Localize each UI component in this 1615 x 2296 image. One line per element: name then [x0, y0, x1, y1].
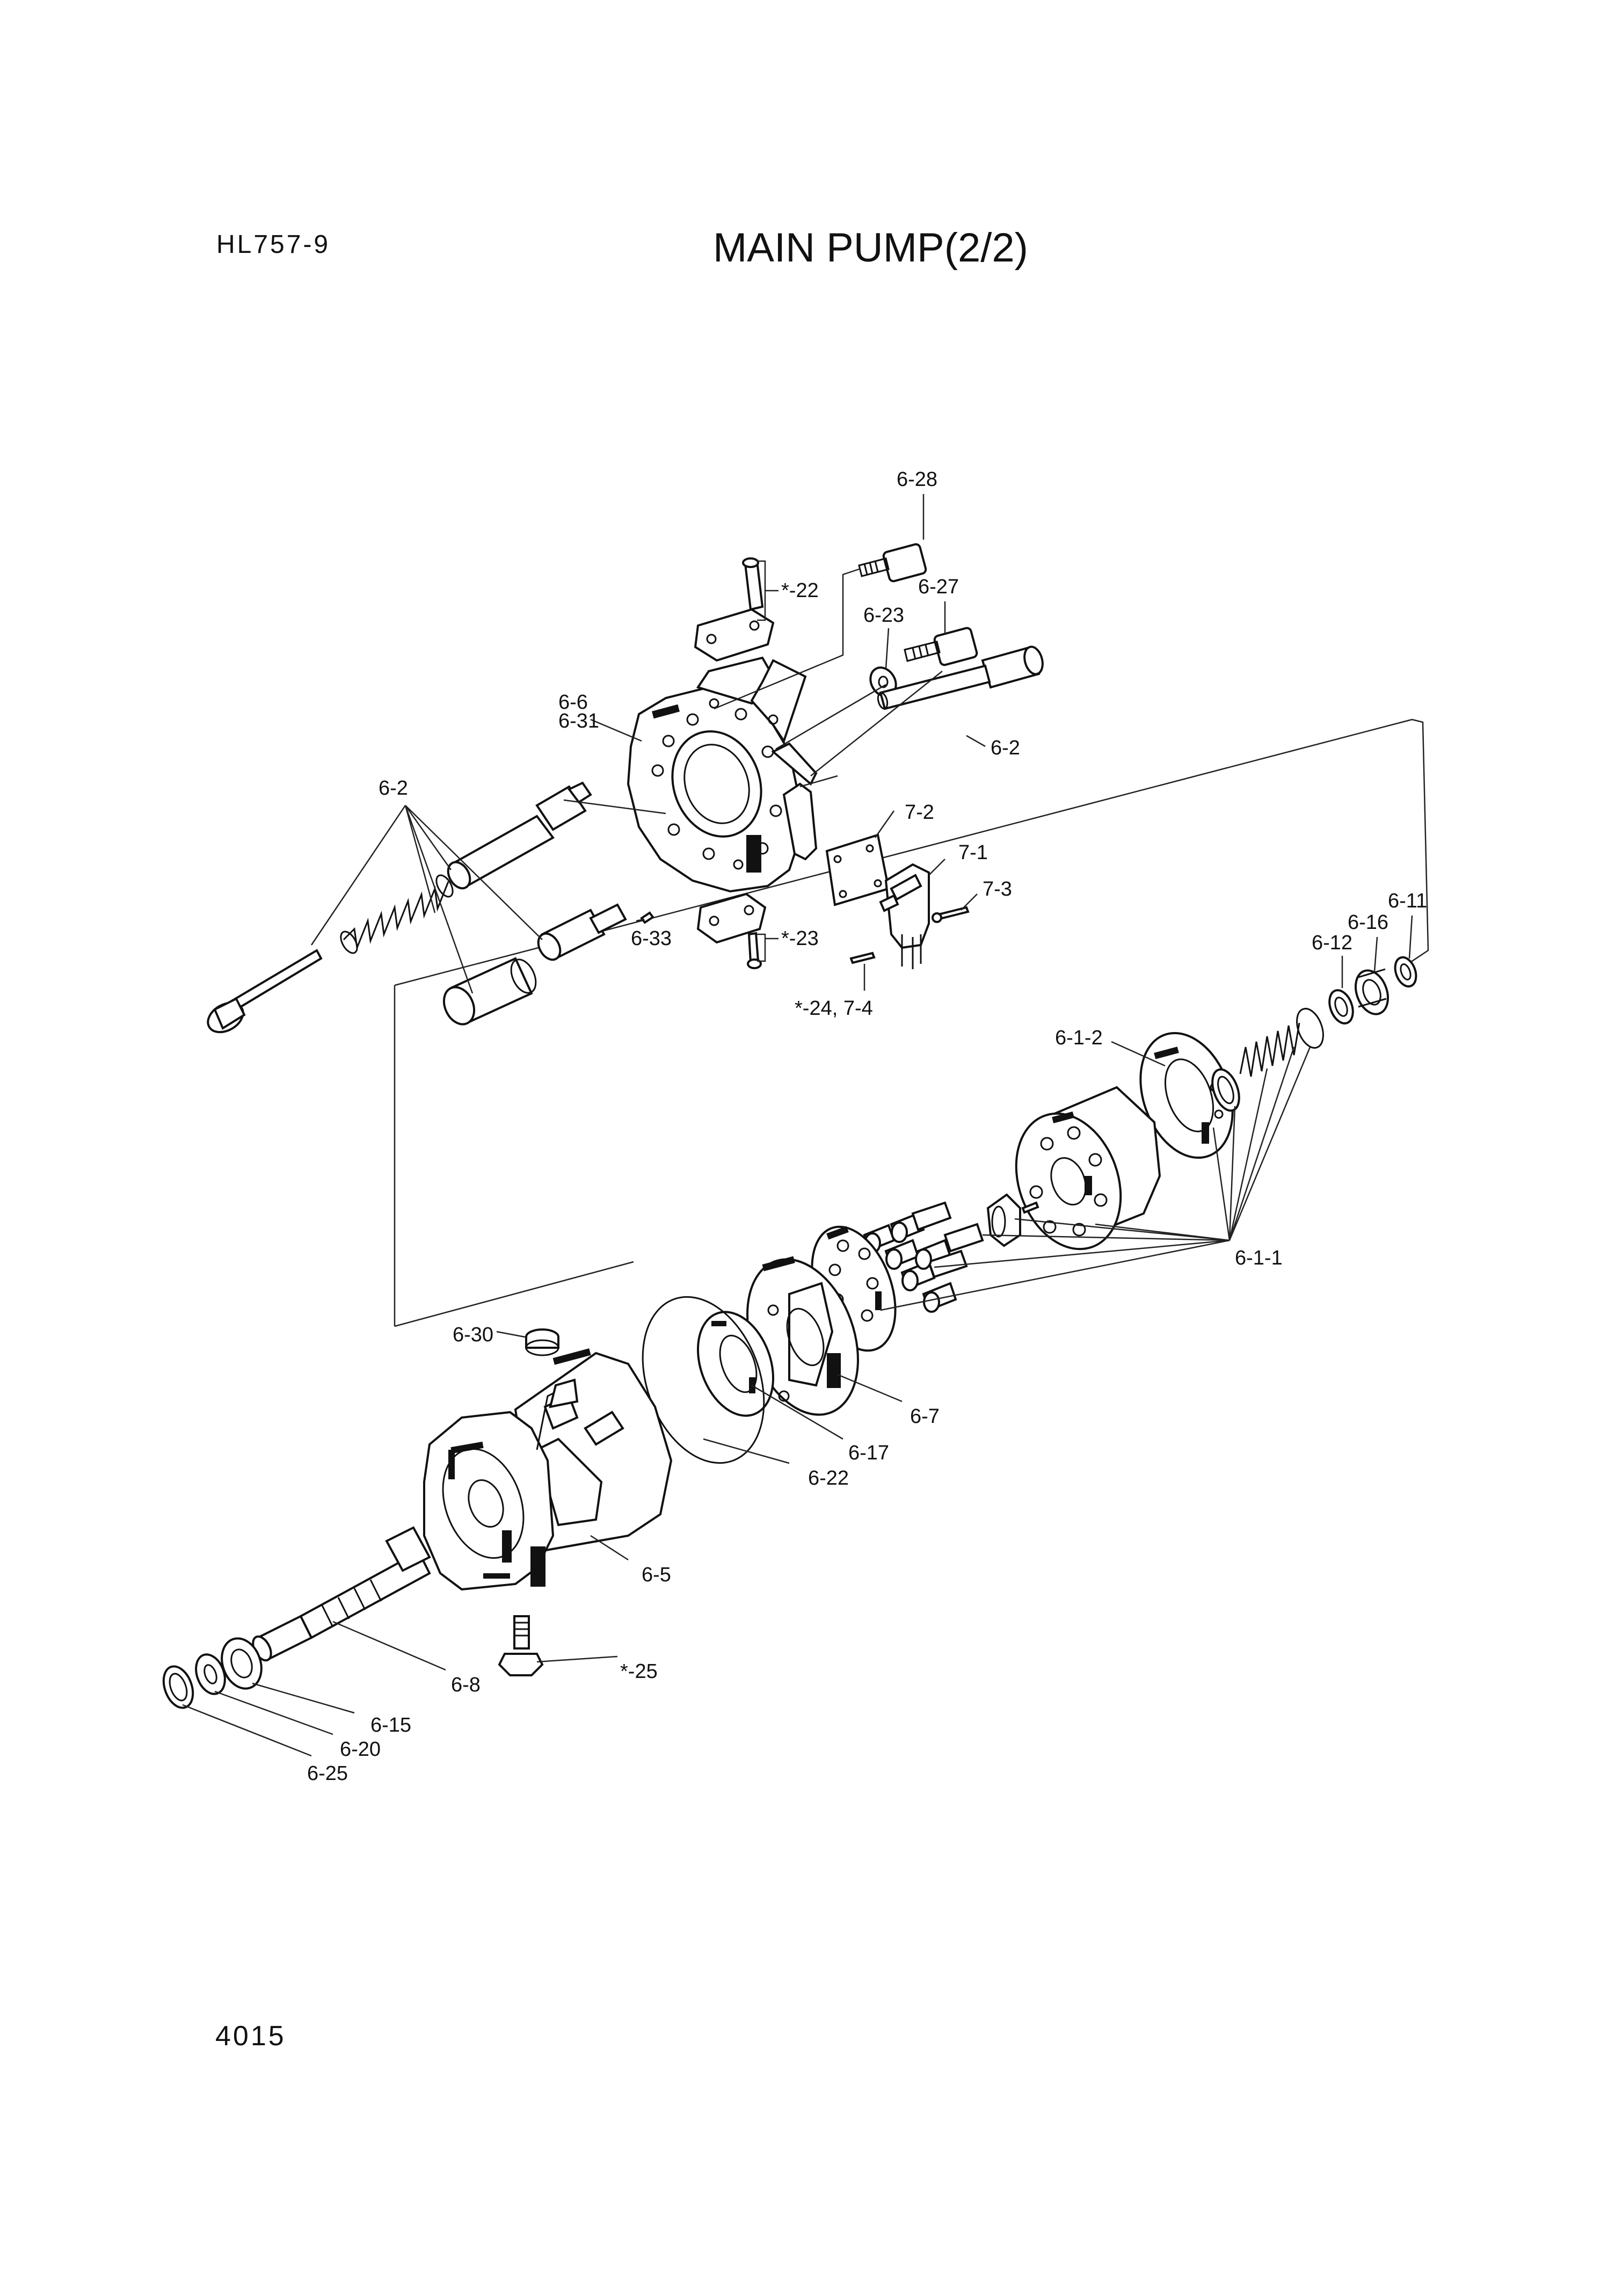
spring-right — [1239, 1022, 1300, 1077]
callout-7-3: 7-3 — [983, 878, 1012, 900]
callout-23: *-23 — [781, 927, 819, 950]
callout-6-27: 6-27 — [918, 576, 959, 598]
callout-labels: 6-28 *-22 6-27 6-23 6-6 6-31 6-2 6-2 7-2… — [307, 468, 1427, 1785]
callout-6-20: 6-20 — [340, 1738, 381, 1761]
callout-6-5: 6-5 — [642, 1564, 671, 1586]
callout-6-23: 6-23 — [863, 604, 904, 627]
callout-6-2-left: 6-2 — [379, 777, 408, 800]
plug-25 — [498, 1615, 544, 1676]
callout-6-2-right: 6-2 — [991, 737, 1020, 759]
callout-24-7-4: *-24, 7-4 — [795, 997, 873, 1020]
callout-22: *-22 — [781, 579, 819, 602]
cover-plate-upper — [694, 557, 775, 662]
spacer-6-12 — [1328, 989, 1354, 1025]
spool-6-2-upper — [447, 781, 592, 890]
callout-6-30: 6-30 — [453, 1324, 493, 1346]
callout-7-2: 7-2 — [905, 801, 934, 824]
callout-6-12: 6-12 — [1312, 932, 1352, 954]
callout-6-11: 6-11 — [1388, 890, 1427, 912]
spacer-6-20 — [195, 1653, 226, 1695]
callout-6-1-2: 6-1-2 — [1055, 1027, 1103, 1049]
seat-plate-6-17 — [696, 1311, 775, 1417]
callout-6-1-1: 6-1-1 — [1235, 1247, 1283, 1269]
bearing-6-16 — [1355, 968, 1389, 1015]
page-title: MAIN PUMP(2/2) — [713, 225, 1028, 271]
port-block-6-6 — [627, 656, 818, 893]
bolt-6-27 — [904, 627, 978, 666]
pump-housing-6-5 — [423, 1348, 673, 1591]
callout-6-15: 6-15 — [370, 1714, 411, 1736]
long-bolt-6-2-left — [207, 949, 323, 1034]
gasket-7-2 — [825, 833, 890, 906]
callout-6-25: 6-25 — [307, 1762, 348, 1785]
sleeve-6-2-lower — [442, 957, 537, 1026]
model-number: HL757-9 — [216, 230, 331, 259]
retaining-ring-6-11 — [1394, 956, 1417, 988]
callout-6-28: 6-28 — [897, 468, 937, 491]
pin-6-33 — [640, 911, 654, 924]
ring-small — [1211, 1068, 1240, 1112]
callout-6-33: 6-33 — [631, 927, 672, 950]
callout-25: *-25 — [620, 1660, 658, 1683]
plug-6-30 — [525, 1328, 559, 1356]
cover-plate-lower — [696, 892, 767, 969]
callout-7-1: 7-1 — [958, 841, 988, 864]
callout-6-6: 6-6 — [558, 691, 588, 714]
o-ring — [1296, 1008, 1324, 1049]
callout-6-16: 6-16 — [1348, 911, 1388, 934]
cylinder-block-6-1-1 — [1015, 1086, 1161, 1251]
callout-6-22: 6-22 — [808, 1467, 849, 1490]
page-number: 4015 — [215, 2021, 286, 2052]
piston-6-2-mid — [537, 903, 627, 961]
callout-6-7: 6-7 — [910, 1405, 940, 1428]
callout-6-17: 6-17 — [848, 1442, 889, 1464]
swash-plate-6-7 — [746, 1256, 859, 1416]
valve-7-1 — [879, 863, 930, 969]
pin-7-4 — [849, 951, 876, 964]
screw-7-3 — [932, 906, 970, 923]
leader-lines — [182, 494, 1413, 1757]
bolt-6-28 — [858, 543, 927, 583]
callout-6-8: 6-8 — [451, 1674, 481, 1696]
drive-shaft-6-8 — [252, 1526, 431, 1662]
callout-6-31: 6-31 — [558, 710, 599, 732]
snap-ring-6-25 — [162, 1665, 194, 1709]
spring-left — [340, 874, 454, 954]
